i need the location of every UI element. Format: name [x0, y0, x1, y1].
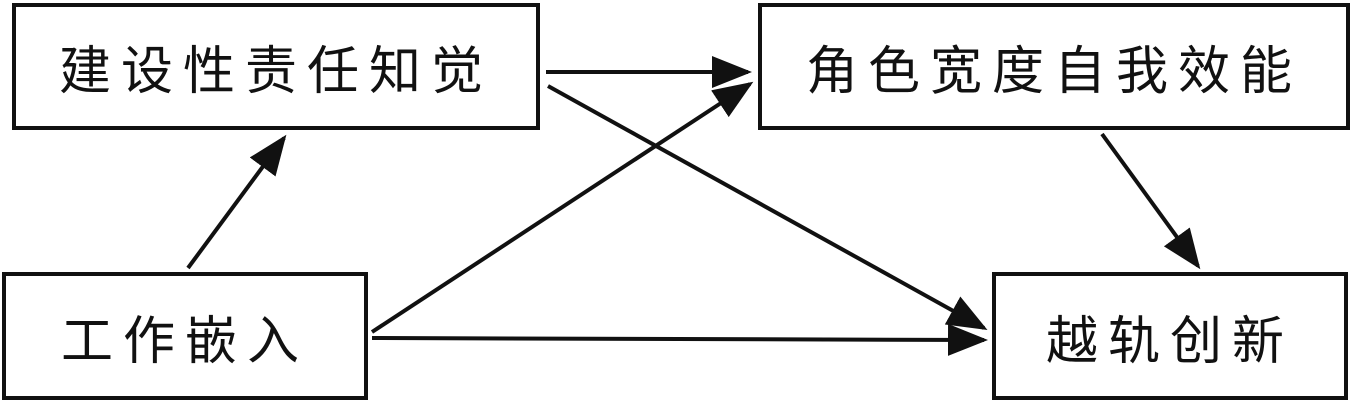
node-label: 建设性责任知觉 — [58, 42, 493, 102]
node-role-breadth-self-efficacy: 角色宽度自我效能 — [758, 3, 1350, 130]
node-constructive-responsibility: 建设性责任知觉 — [12, 3, 540, 130]
edge-embeddedness-to-responsibility — [186, 134, 287, 270]
node-label: 越轨创新 — [1045, 311, 1294, 372]
edge-efficacy-to-innovation — [1100, 132, 1201, 270]
node-label: 角色宽度自我效能 — [805, 42, 1302, 102]
edge-responsibility-to-innovation — [547, 84, 988, 330]
node-label: 工作嵌入 — [60, 311, 309, 372]
edge-embeddedness-to-innovation — [371, 323, 988, 356]
node-deviant-innovation: 越轨创新 — [992, 272, 1348, 400]
node-job-embeddedness: 工作嵌入 — [2, 272, 368, 400]
edge-embeddedness-to-efficacy — [370, 81, 754, 334]
